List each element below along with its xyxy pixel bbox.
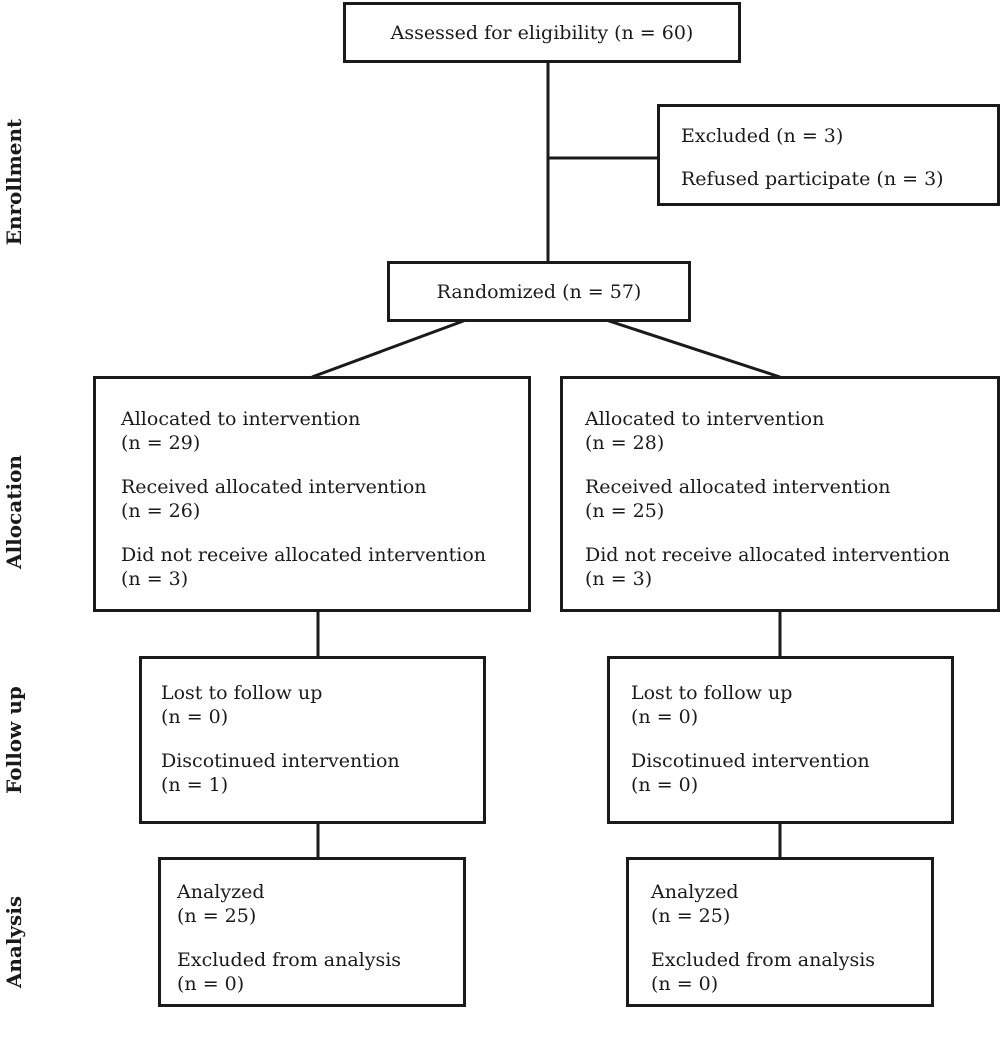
received-count: (n = 26)	[121, 500, 201, 522]
phase-label-analysis: Analysis	[2, 895, 26, 989]
phase-label-follow-up: Follow up	[2, 686, 26, 794]
received-count: (n = 25)	[585, 500, 665, 522]
allocated-count: (n = 28)	[585, 432, 665, 454]
excluded-analysis-label: Excluded from analysis	[651, 949, 876, 971]
not-received-count: (n = 3)	[121, 568, 189, 590]
phase-label-enrollment: Enrollment	[2, 118, 26, 246]
not-received-label: Did not receive allocated intervention	[121, 544, 487, 566]
analyzed-count: (n = 25)	[651, 905, 731, 927]
discontinued-count: (n = 0)	[631, 774, 699, 796]
connector-randomized-left-arm	[311, 318, 467, 379]
not-received-label: Did not receive allocated intervention	[585, 544, 951, 566]
analyzed-label: Analyzed	[177, 881, 265, 903]
assessed-text: Assessed for eligibility (n = 60)	[390, 21, 694, 44]
discontinued-label: Discotinued intervention	[631, 750, 870, 772]
allocated-count: (n = 29)	[121, 432, 201, 454]
allocation-box-left: Allocated to intervention (n = 29) Recei…	[93, 376, 531, 612]
followup-box-right: Lost to follow up (n = 0) Discotinued in…	[607, 656, 954, 824]
discontinued-label: Discotinued intervention	[161, 750, 400, 772]
refused-text: Refused participate (n = 3)	[681, 168, 944, 190]
received-label: Received allocated intervention	[121, 476, 427, 498]
allocated-label: Allocated to intervention	[585, 408, 825, 430]
lost-label: Lost to follow up	[631, 682, 793, 704]
followup-box-left: Lost to follow up (n = 0) Discotinued in…	[139, 656, 486, 824]
received-label: Received allocated intervention	[585, 476, 891, 498]
analysis-box-left: Analyzed (n = 25) Excluded from analysis…	[158, 857, 466, 1007]
discontinued-count: (n = 1)	[161, 774, 229, 796]
not-received-count: (n = 3)	[585, 568, 653, 590]
excluded-analysis-label: Excluded from analysis	[177, 949, 402, 971]
analysis-box-right: Analyzed (n = 25) Excluded from analysis…	[626, 857, 934, 1007]
randomized-text: Randomized (n = 57)	[436, 280, 642, 303]
excluded-analysis-count: (n = 0)	[177, 973, 245, 995]
lost-count: (n = 0)	[161, 706, 229, 728]
allocated-label: Allocated to intervention	[121, 408, 361, 430]
assessed-box: Assessed for eligibility (n = 60)	[343, 2, 741, 63]
phase-label-allocation: Allocation	[2, 455, 26, 569]
allocation-box-right: Allocated to intervention (n = 28) Recei…	[560, 376, 1000, 612]
excluded-box: Excluded (n = 3) Refused participate (n …	[657, 104, 1000, 206]
analyzed-count: (n = 25)	[177, 905, 257, 927]
connector-randomized-right-arm	[605, 318, 781, 379]
analyzed-label: Analyzed	[651, 881, 739, 903]
lost-label: Lost to follow up	[161, 682, 323, 704]
excluded-text: Excluded (n = 3)	[681, 125, 844, 147]
excluded-analysis-count: (n = 0)	[651, 973, 719, 995]
randomized-box: Randomized (n = 57)	[387, 261, 691, 322]
lost-count: (n = 0)	[631, 706, 699, 728]
